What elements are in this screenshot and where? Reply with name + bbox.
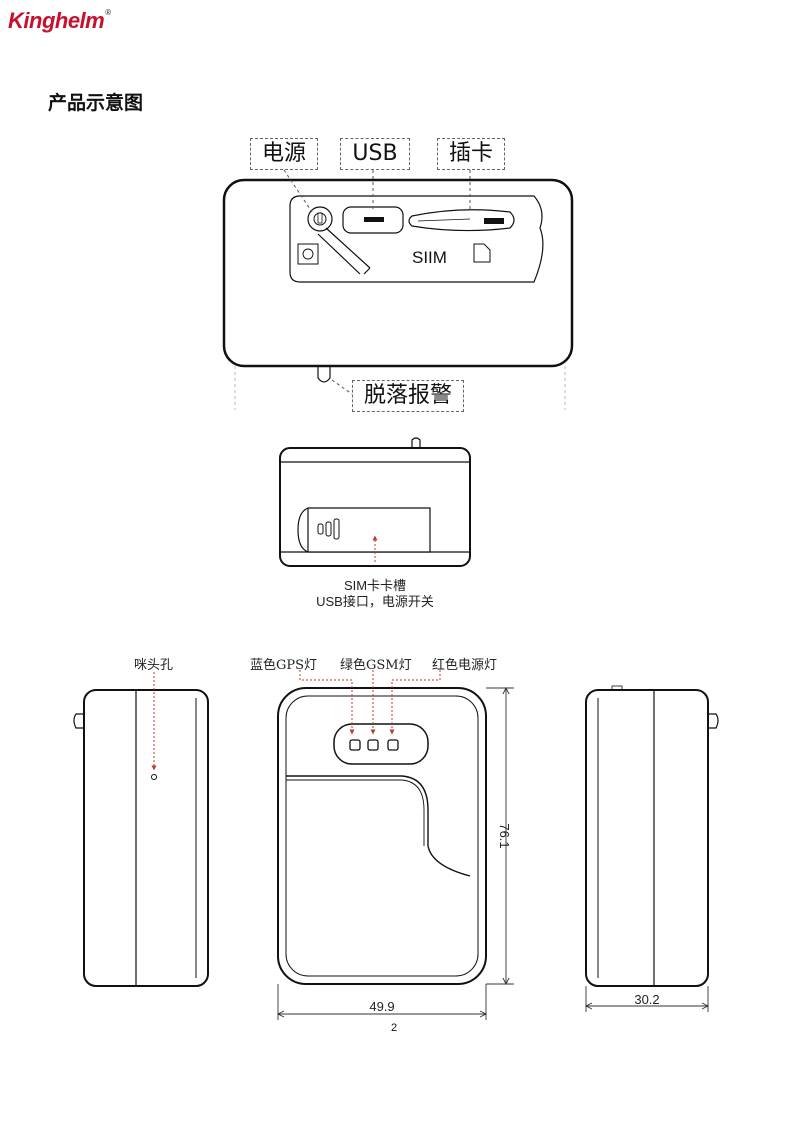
label-power: 电源 [250, 138, 318, 170]
label-green-gsm-led: 绿色GSM灯 [340, 658, 412, 673]
right-side-device [585, 685, 719, 987]
left-side-device [73, 689, 209, 987]
dimension-lines [276, 686, 514, 1020]
label-usb: USB [340, 138, 410, 170]
dim-width-text: 49.9 [369, 999, 394, 1014]
dim-height-text: 76.1 [497, 823, 512, 848]
registered-mark: ® [105, 8, 111, 17]
page-number: 2 [391, 1022, 398, 1034]
led-arrows [299, 670, 441, 735]
brand-logo: Kinghelm® [8, 8, 111, 34]
label-mic-hole: 咪头孔 [134, 658, 174, 673]
leader-lines [234, 169, 566, 410]
side-view-caption: SIM卡卡槽 USB接口，电源开关 [300, 578, 450, 610]
panel-sim-text: SIIM [412, 248, 447, 267]
side-view-device [279, 437, 471, 567]
caption-sim-slot: SIM卡卡槽 [343, 578, 407, 593]
brand-name: Kinghelm [8, 8, 105, 33]
caption-usb-power: USB接口，电源开关 [316, 594, 434, 609]
top-view-device [222, 178, 574, 383]
depth-dimension [584, 986, 710, 1012]
dim-depth-text: 30.2 [634, 992, 659, 1007]
section-title: 产品示意图 [48, 92, 144, 114]
label-blue-gps-led: 蓝色GPS灯 [250, 658, 318, 673]
label-card: 插卡 [437, 138, 505, 170]
front-device [277, 687, 487, 985]
label-red-power-led: 红色电源灯 [432, 658, 498, 673]
label-tamper-alarm: 脱落报警 [352, 380, 464, 412]
